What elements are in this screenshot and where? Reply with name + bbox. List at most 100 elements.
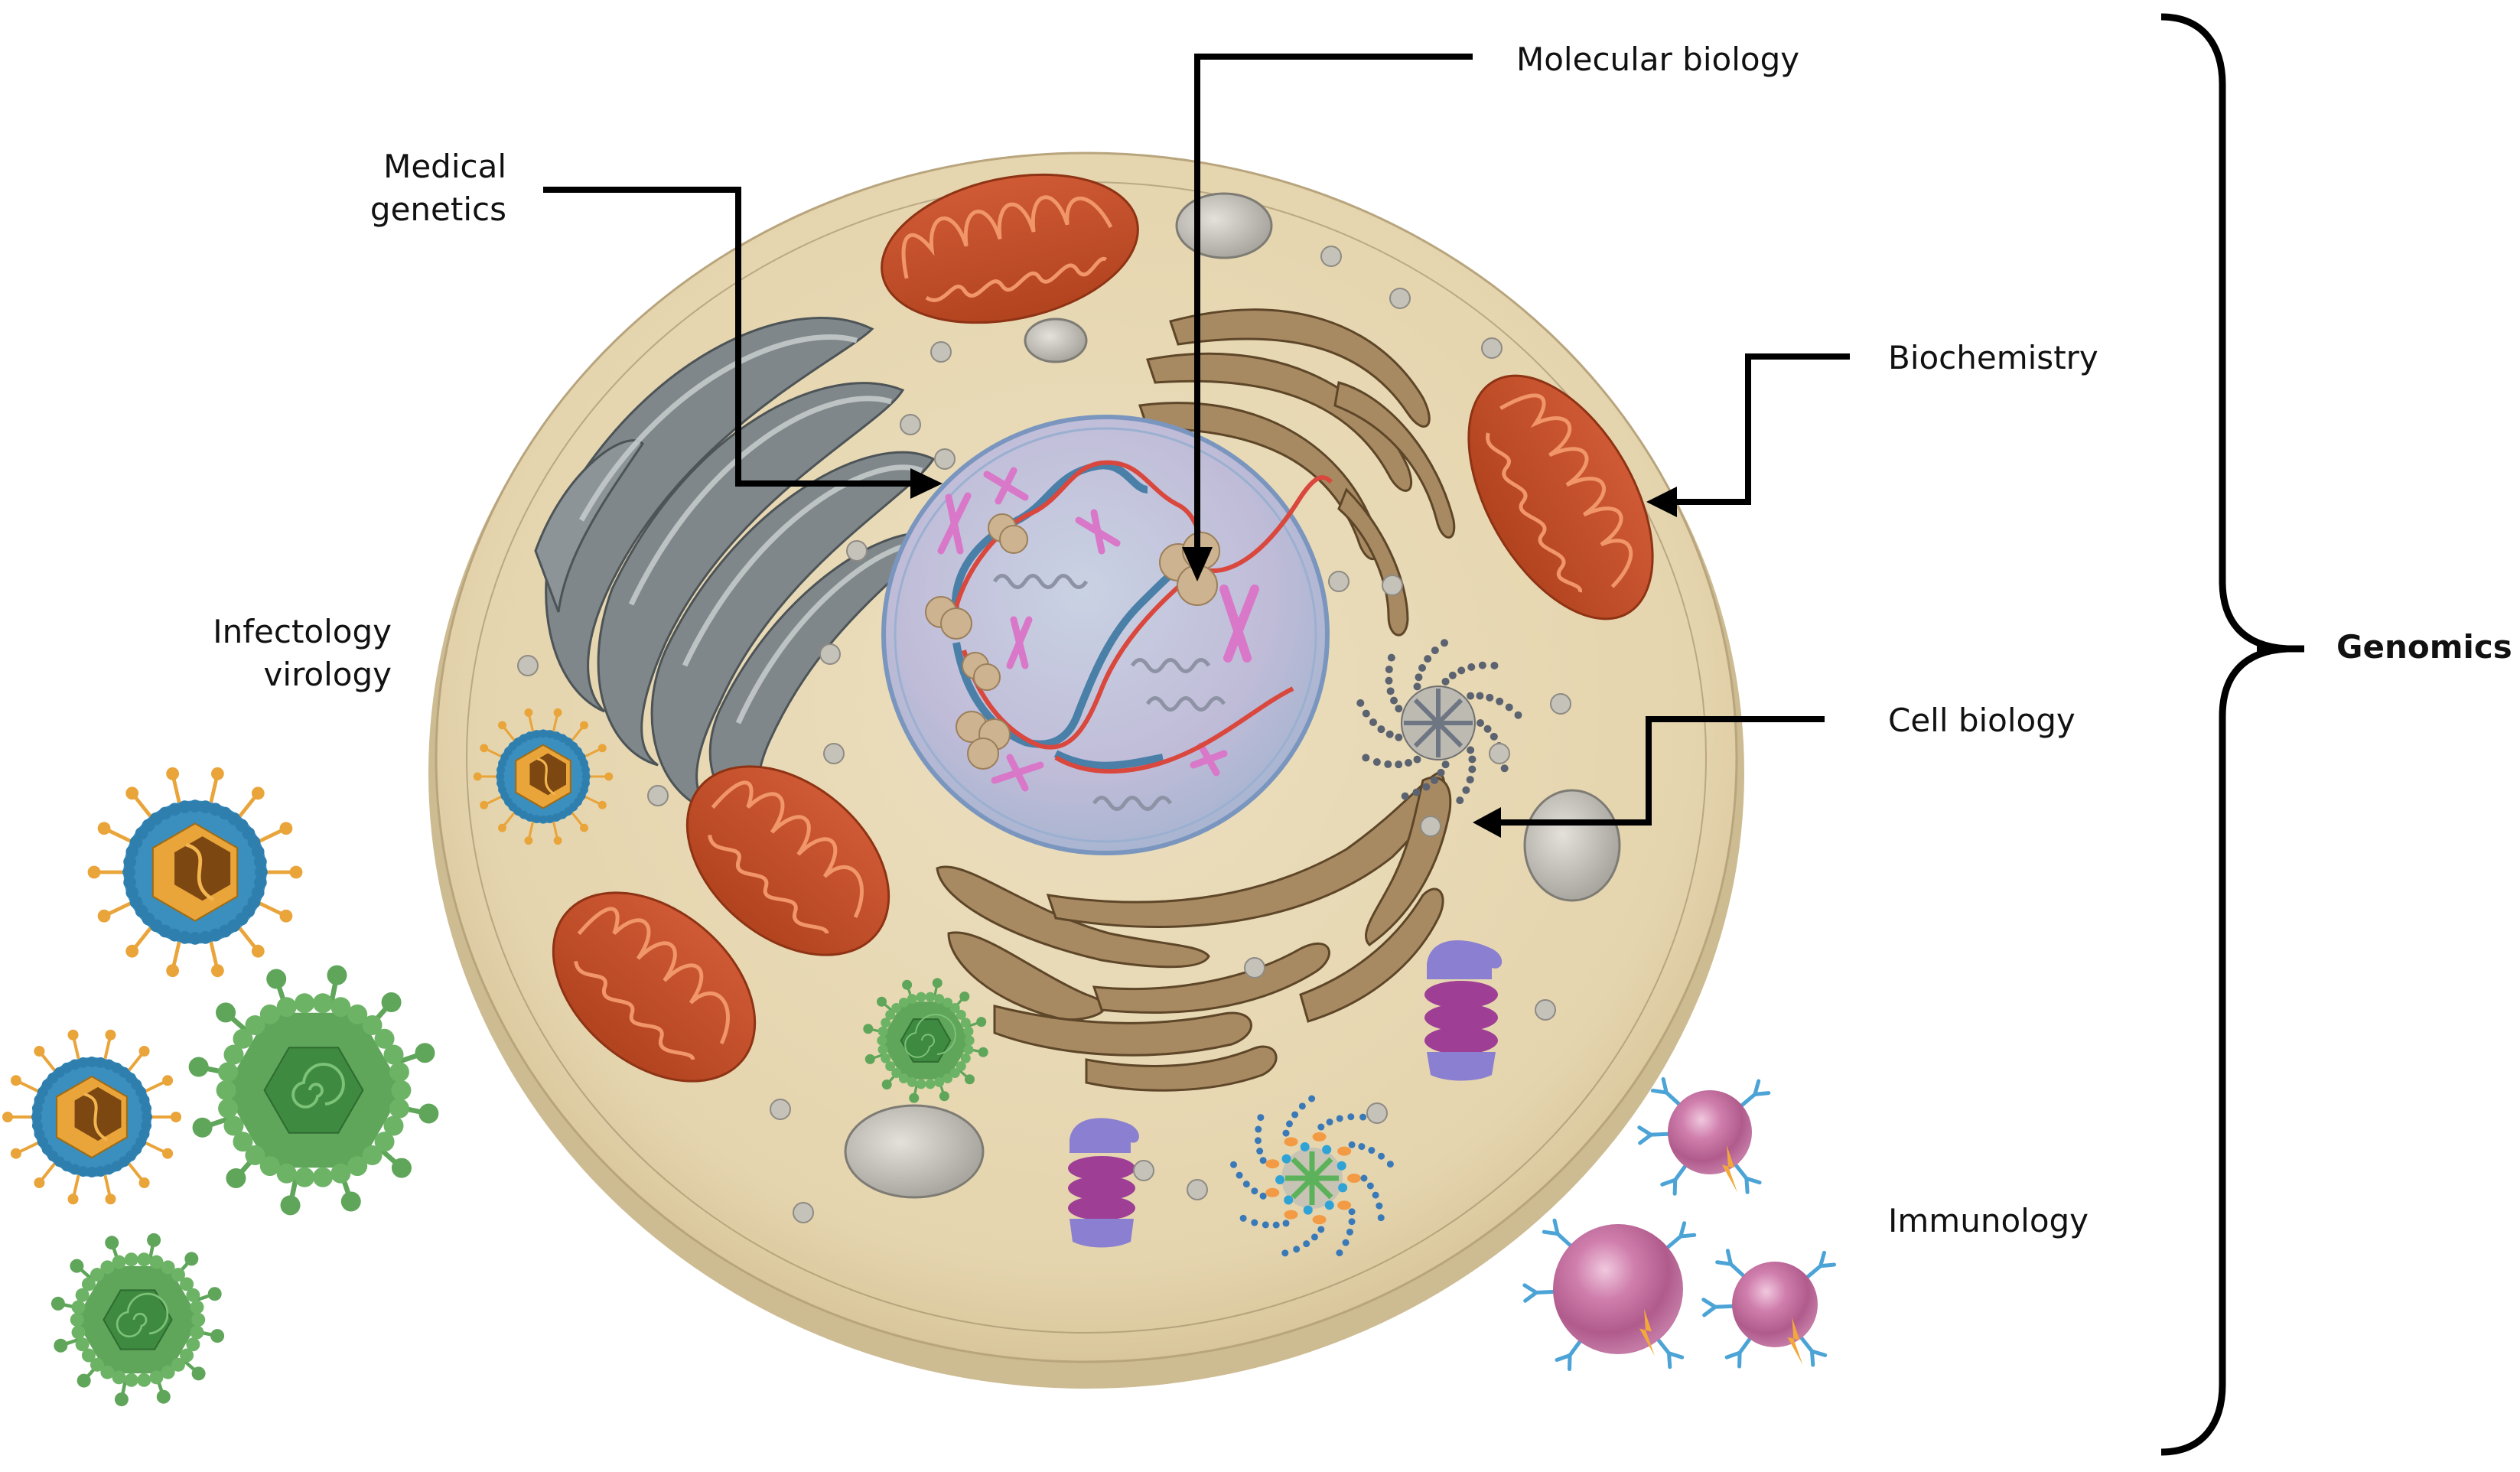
protein-subunit bbox=[1337, 1161, 1346, 1171]
microtubule-dot bbox=[1404, 758, 1412, 767]
virus-enveloped-small bbox=[2, 1029, 181, 1205]
coat-bead bbox=[963, 1044, 974, 1055]
virus-spike bbox=[72, 1037, 80, 1060]
viral-genome bbox=[904, 1014, 956, 1058]
virus-spike-tip bbox=[391, 1158, 412, 1178]
virus-spike-tip bbox=[498, 721, 506, 730]
virus-spike-tip bbox=[289, 865, 303, 879]
immune-cell-body bbox=[1553, 1224, 1683, 1354]
viral-genome bbox=[536, 757, 556, 796]
microtubule-dot bbox=[1486, 693, 1494, 702]
microtubule-dot bbox=[1377, 1214, 1385, 1222]
coat-bead bbox=[71, 1325, 86, 1340]
virus-spike-tip bbox=[604, 772, 614, 781]
antibody-arm bbox=[1552, 1218, 1560, 1236]
coat-bead bbox=[389, 1098, 409, 1119]
coat-bead bbox=[161, 1260, 175, 1275]
protein-subunit bbox=[1275, 1175, 1285, 1185]
virus-in-cell-green bbox=[863, 978, 988, 1103]
envelope-bead bbox=[532, 730, 541, 738]
virus-spike-tip bbox=[902, 979, 913, 990]
virus-spike bbox=[584, 747, 601, 758]
antibody-stem bbox=[1740, 1092, 1757, 1108]
microtubule-dot bbox=[1310, 1233, 1318, 1241]
dna-double-helix bbox=[951, 461, 1196, 770]
antibody-arm bbox=[1667, 1351, 1672, 1369]
coat-bead bbox=[374, 1028, 395, 1049]
microtubule-dot bbox=[1372, 758, 1381, 767]
microtubule-dot bbox=[1259, 1192, 1267, 1200]
virus-spike-tip bbox=[939, 1091, 949, 1102]
microtubule-dot bbox=[1303, 1240, 1310, 1248]
envelope-bead bbox=[199, 800, 212, 814]
coat-bead bbox=[943, 1073, 953, 1084]
microtubule-dot bbox=[1477, 719, 1484, 727]
protein-subunit bbox=[1312, 1132, 1327, 1141]
coat-bead bbox=[161, 1365, 175, 1379]
vesicle bbox=[1187, 1179, 1208, 1200]
coat-bead bbox=[960, 1053, 971, 1063]
antibody-arm bbox=[1568, 1353, 1572, 1372]
vesicle bbox=[1244, 957, 1265, 979]
envelope-bead bbox=[77, 1166, 89, 1177]
microtubule-dot bbox=[1431, 776, 1439, 784]
coat-bead bbox=[881, 1018, 891, 1028]
virus-spike bbox=[209, 941, 219, 968]
antibody-stem bbox=[1737, 1337, 1752, 1355]
virus-spike-tip bbox=[188, 1057, 209, 1077]
vesicle bbox=[1420, 816, 1441, 837]
virus-spike-tip bbox=[480, 744, 489, 753]
virus-spike-tip bbox=[2, 1112, 13, 1122]
microtubule-dot bbox=[1358, 1143, 1366, 1151]
virus-spike bbox=[106, 828, 132, 843]
virus-spike-tip bbox=[125, 786, 139, 800]
coat-bead bbox=[81, 1348, 96, 1363]
virus-spike-tip bbox=[34, 1177, 45, 1189]
virus-spike-tip bbox=[553, 836, 562, 845]
genomics-brace bbox=[2160, 13, 2288, 1456]
envelope-bead bbox=[497, 765, 505, 774]
microtubule-dot bbox=[1293, 1246, 1301, 1253]
virus-spike-tip bbox=[415, 1043, 435, 1063]
vesicle bbox=[819, 643, 841, 665]
virus-spike-tip bbox=[105, 1029, 116, 1040]
microtubule-dot bbox=[1413, 682, 1421, 691]
virus-spike-tip bbox=[77, 1373, 91, 1388]
coat-bead bbox=[259, 1004, 280, 1024]
microtubule-dot bbox=[1476, 692, 1484, 700]
vesicle bbox=[1535, 999, 1556, 1021]
coat-bead bbox=[916, 992, 926, 1002]
virus-spike-tip bbox=[166, 767, 180, 780]
envelope-bead bbox=[188, 800, 202, 813]
envelope-bead bbox=[255, 865, 268, 879]
antibody-stem bbox=[1805, 1264, 1823, 1279]
coat-bead bbox=[124, 1373, 138, 1387]
rna-strands bbox=[992, 574, 1226, 811]
coat-bead bbox=[100, 1365, 115, 1379]
antibody-arm bbox=[1818, 1262, 1837, 1268]
virus-spike-tip bbox=[210, 964, 224, 978]
virus-in-cell-enveloped bbox=[473, 708, 614, 845]
microtubule-dot bbox=[1467, 746, 1475, 754]
coat-bead bbox=[75, 1288, 90, 1302]
vesicle bbox=[900, 414, 921, 435]
envelope-bead bbox=[581, 765, 590, 774]
antibody-arm bbox=[1667, 1351, 1685, 1360]
coat-bead bbox=[925, 992, 936, 1002]
microtubule-dot bbox=[1468, 755, 1477, 764]
virus-spike-tip bbox=[480, 800, 489, 809]
immune-cell-body bbox=[1668, 1090, 1752, 1174]
microtubule-dot bbox=[1336, 1115, 1343, 1122]
virus-spike bbox=[503, 812, 516, 827]
arrowhead-molecular-biology bbox=[1182, 547, 1213, 581]
centriole-colored bbox=[1230, 1095, 1394, 1257]
envelope-bead bbox=[497, 779, 505, 788]
virus-spike-tip bbox=[105, 1236, 119, 1250]
virus-spike bbox=[40, 1052, 56, 1072]
coat-bead bbox=[70, 1313, 84, 1327]
envelope-bead bbox=[138, 1094, 150, 1106]
microtubule-dot bbox=[1259, 1157, 1267, 1164]
virus-spike-tip bbox=[97, 909, 111, 923]
antibody-arm bbox=[1753, 1091, 1771, 1096]
